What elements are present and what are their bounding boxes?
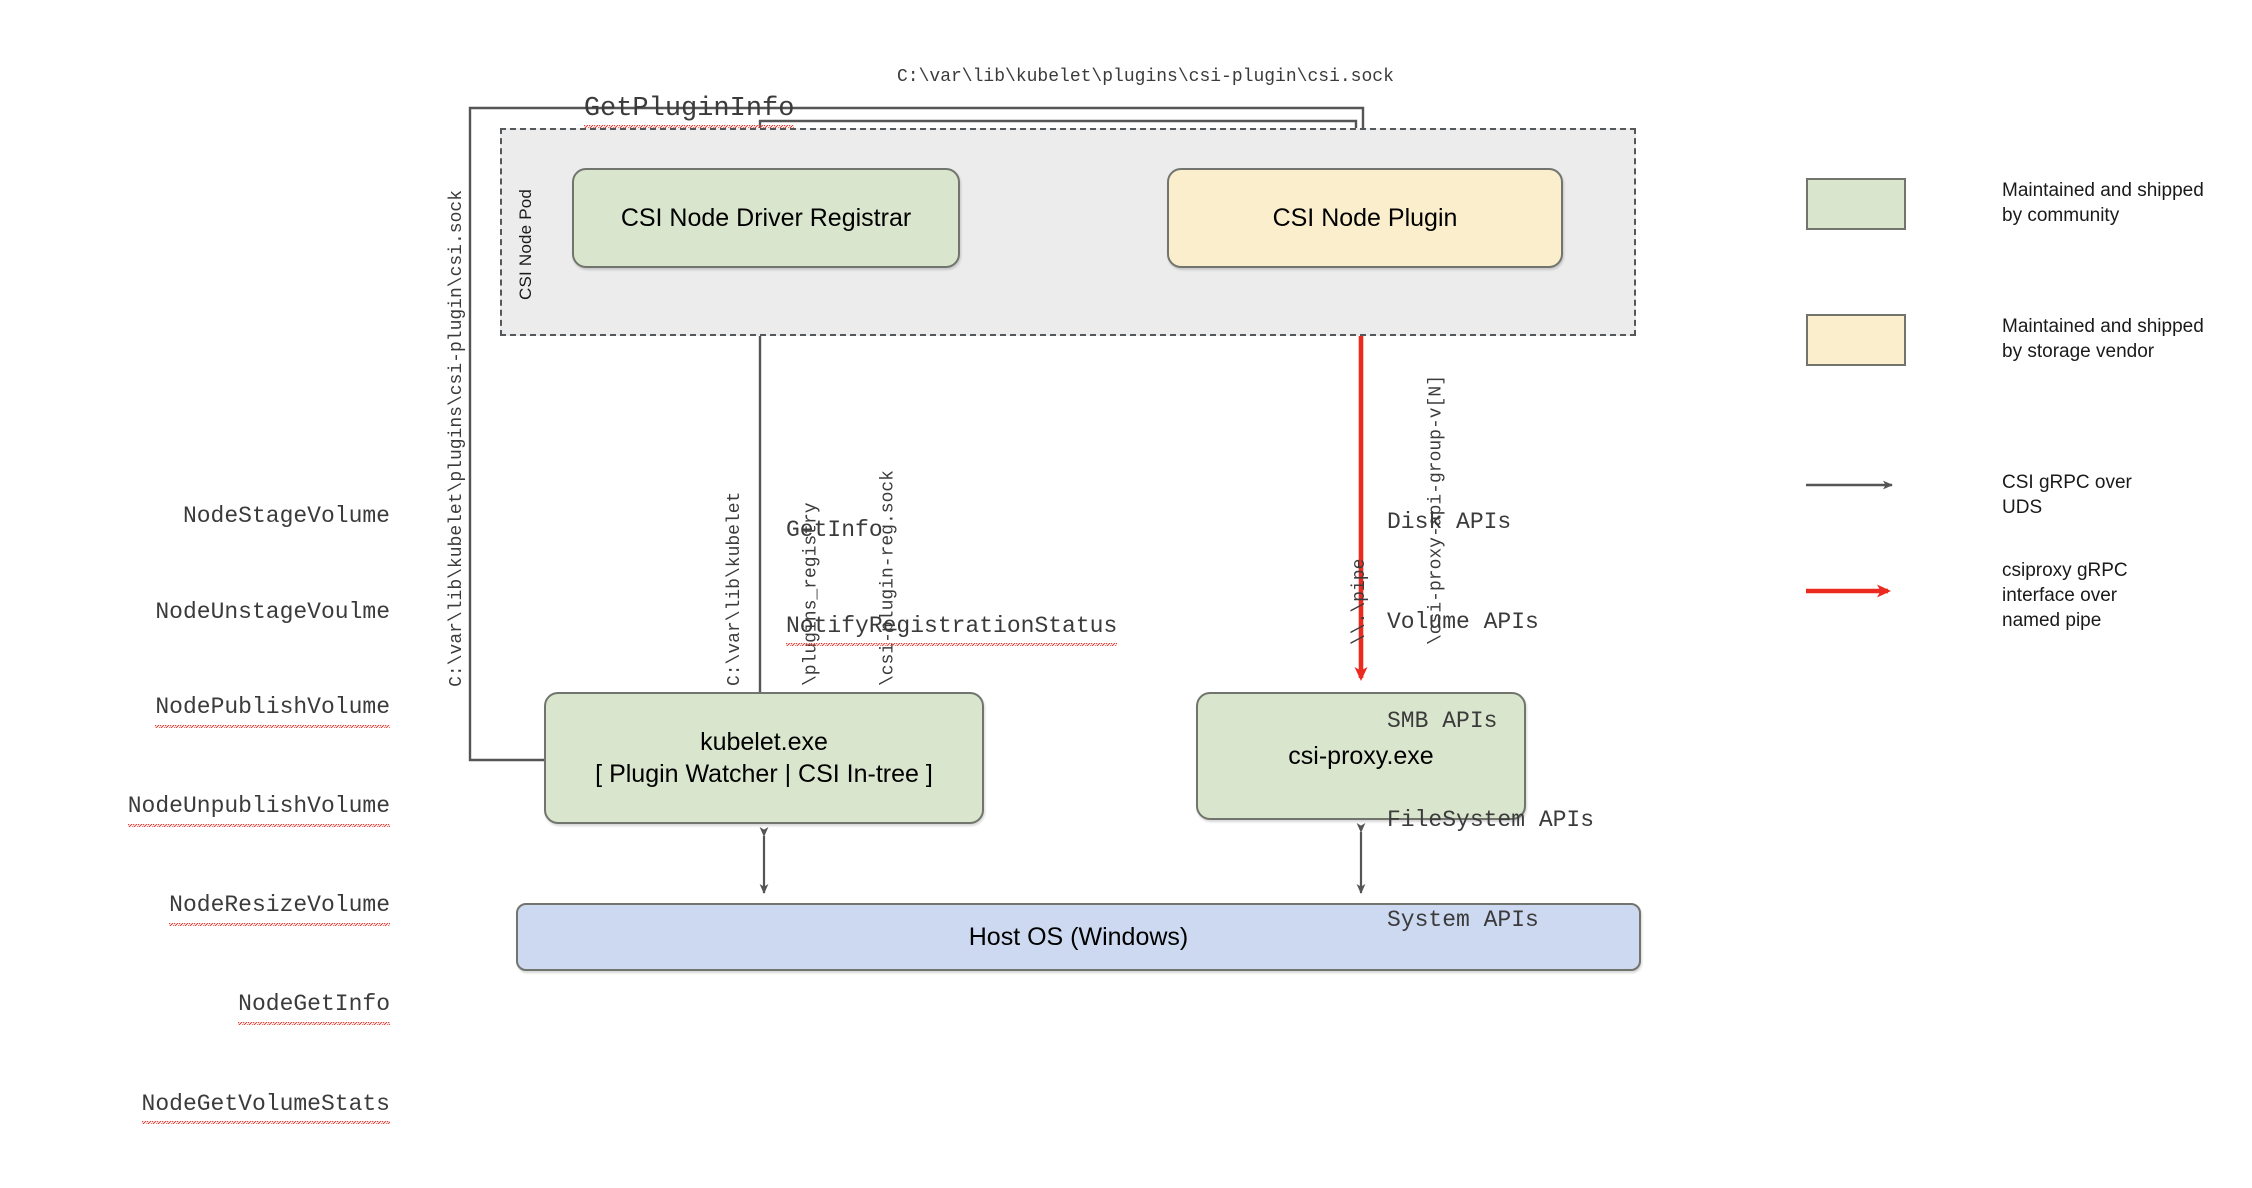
label-csi-socket-path-vertical: C:\var\lib\kubelet\plugins\csi-plugin\cs… (447, 190, 467, 687)
legend-item-csiproxy-named-pipe: csiproxy gRPC interface over named pipe (1806, 558, 2128, 633)
diagram-canvas: CSI Node Pod CSI Node Driver Registrar C… (127, 64, 2204, 1125)
legend-label: CSI gRPC over UDS (2002, 472, 2132, 519)
node-label: csi-proxy.exe (1288, 742, 1434, 770)
connector-getplugininfo (468, 106, 1368, 762)
node-csi-node-driver-registrar[interactable]: CSI Node Driver Registrar (572, 168, 960, 268)
legend-label: Maintained and shipped by community (2002, 180, 2204, 227)
label-node-service-api-list: NodeStageVolume NodeUnstageVoulme NodePu… (100, 438, 390, 1188)
path-line: C:\var\lib\kubelet (725, 491, 746, 687)
api-name: NodeUnpublishVolume (100, 791, 390, 827)
api-group: Disk APIs (1387, 509, 1512, 536)
api-name: NodePublishVolume (100, 691, 390, 728)
label-registration-api-list: GetInfo NotifyRegistrationStatus (786, 452, 1118, 710)
api-group: FileSystem APIs (1387, 807, 1595, 834)
api-name: NotifyRegistrationStatus (786, 610, 1118, 647)
legend-item-csi-grpc-uds: CSI gRPC over UDS (1806, 470, 2132, 520)
legend-swatch-community (1806, 178, 1906, 230)
label-csi-proxy-api-groups: Disk APIs Volume APIs SMB APIs FileSyste… (1387, 440, 1594, 1003)
legend-arrow-gray-icon (1806, 470, 1906, 500)
api-name: NodeResizeVolume (100, 890, 390, 927)
api-name: GetInfo (786, 517, 883, 544)
legend-swatch-storage-vendor (1806, 314, 1906, 366)
legend-item-community: Maintained and shipped by community (1806, 178, 2204, 230)
api-name: NodeStageVolume (182, 503, 390, 530)
node-label: CSI Node Driver Registrar (620, 204, 912, 232)
api-name: NodeGetInfo (100, 989, 390, 1026)
node-kubelet-exe[interactable]: kubelet.exe [ Plugin Watcher | CSI In-tr… (544, 692, 984, 824)
label-registration-socket-path: C:\var\lib\kubelet \plugins_registry \cs… (672, 470, 898, 686)
api-name: NodeGetVolumeStats (100, 1088, 390, 1125)
api-group: Volume APIs (1387, 608, 1539, 635)
legend-label: Maintained and shipped by storage vendor (2002, 316, 2204, 363)
node-host-os[interactable]: Host OS (Windows) (516, 903, 1641, 971)
node-csi-proxy-exe[interactable]: csi-proxy.exe (1196, 692, 1526, 820)
api-name: NodeUnstageVoulme (155, 598, 390, 625)
label-named-pipe-path: \\.\pipe \csi-proxy-api-group-v[N] (1297, 375, 1447, 645)
csi-node-pod-label: CSI Node Pod (516, 188, 535, 300)
api-group: System APIs (1387, 906, 1539, 933)
node-sublabel: [ Plugin Watcher | CSI In-tree ] (595, 760, 933, 788)
node-label: CSI Node Plugin (1272, 204, 1458, 232)
label-get-plugin-info: GetPluginInfo (519, 64, 795, 154)
legend-item-storage-vendor: Maintained and shipped by storage vendor (1806, 314, 2204, 366)
api-group: SMB APIs (1387, 707, 1498, 734)
node-label: kubelet.exe (700, 728, 828, 756)
node-label: Host OS (Windows) (968, 923, 1189, 951)
path-line: \\.\pipe (1350, 558, 1371, 646)
legend-arrow-red-icon (1806, 558, 1906, 598)
legend-label: csiproxy gRPC interface over named pipe (2002, 560, 2128, 632)
node-csi-node-plugin[interactable]: CSI Node Plugin (1167, 168, 1563, 268)
label-csi-socket-path-top: C:\var\lib\kubelet\plugins\csi-plugin\cs… (897, 67, 1394, 87)
